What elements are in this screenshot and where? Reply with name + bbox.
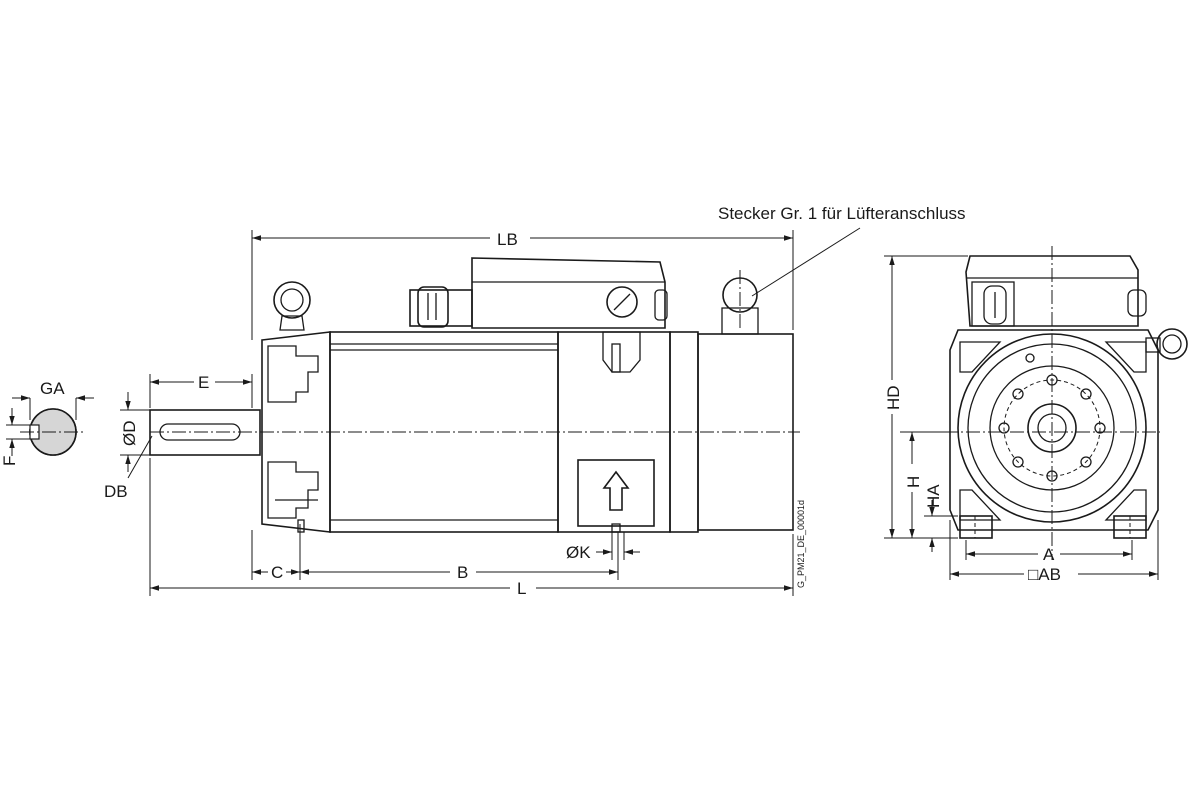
dim-LB (251, 230, 794, 340)
label-B: B (457, 563, 468, 582)
label-HA: HA (924, 484, 943, 508)
label-LB: LB (497, 230, 518, 249)
label-HD: HD (884, 385, 903, 410)
motor-front-view (900, 246, 1188, 560)
leader-DB (127, 435, 153, 479)
dim-A-AB (949, 520, 1159, 580)
label-A: A (1043, 545, 1055, 564)
shaft-cross-section (6, 395, 94, 456)
label-E: E (198, 373, 209, 392)
callout-fan-connector: Stecker Gr. 1 für Lüfteranschluss (718, 204, 966, 223)
dim-D (120, 392, 150, 472)
label-F: F (0, 456, 19, 466)
label-C: C (271, 563, 283, 582)
drawing-id: G_PM21_DE_00001d (796, 500, 806, 588)
callout-leader (751, 227, 861, 297)
dim-HD-H-HA (884, 255, 968, 552)
label-GA: GA (40, 379, 65, 398)
dim-C-B-K-L (149, 458, 794, 596)
motor-side-view (149, 257, 800, 533)
label-H: H (904, 476, 923, 488)
label-D: ØD (120, 421, 139, 447)
label-L: L (517, 579, 526, 598)
label-K: ØK (566, 543, 591, 562)
label-AB: □AB (1028, 565, 1061, 584)
label-DB: DB (104, 482, 128, 501)
dim-E (149, 374, 253, 408)
